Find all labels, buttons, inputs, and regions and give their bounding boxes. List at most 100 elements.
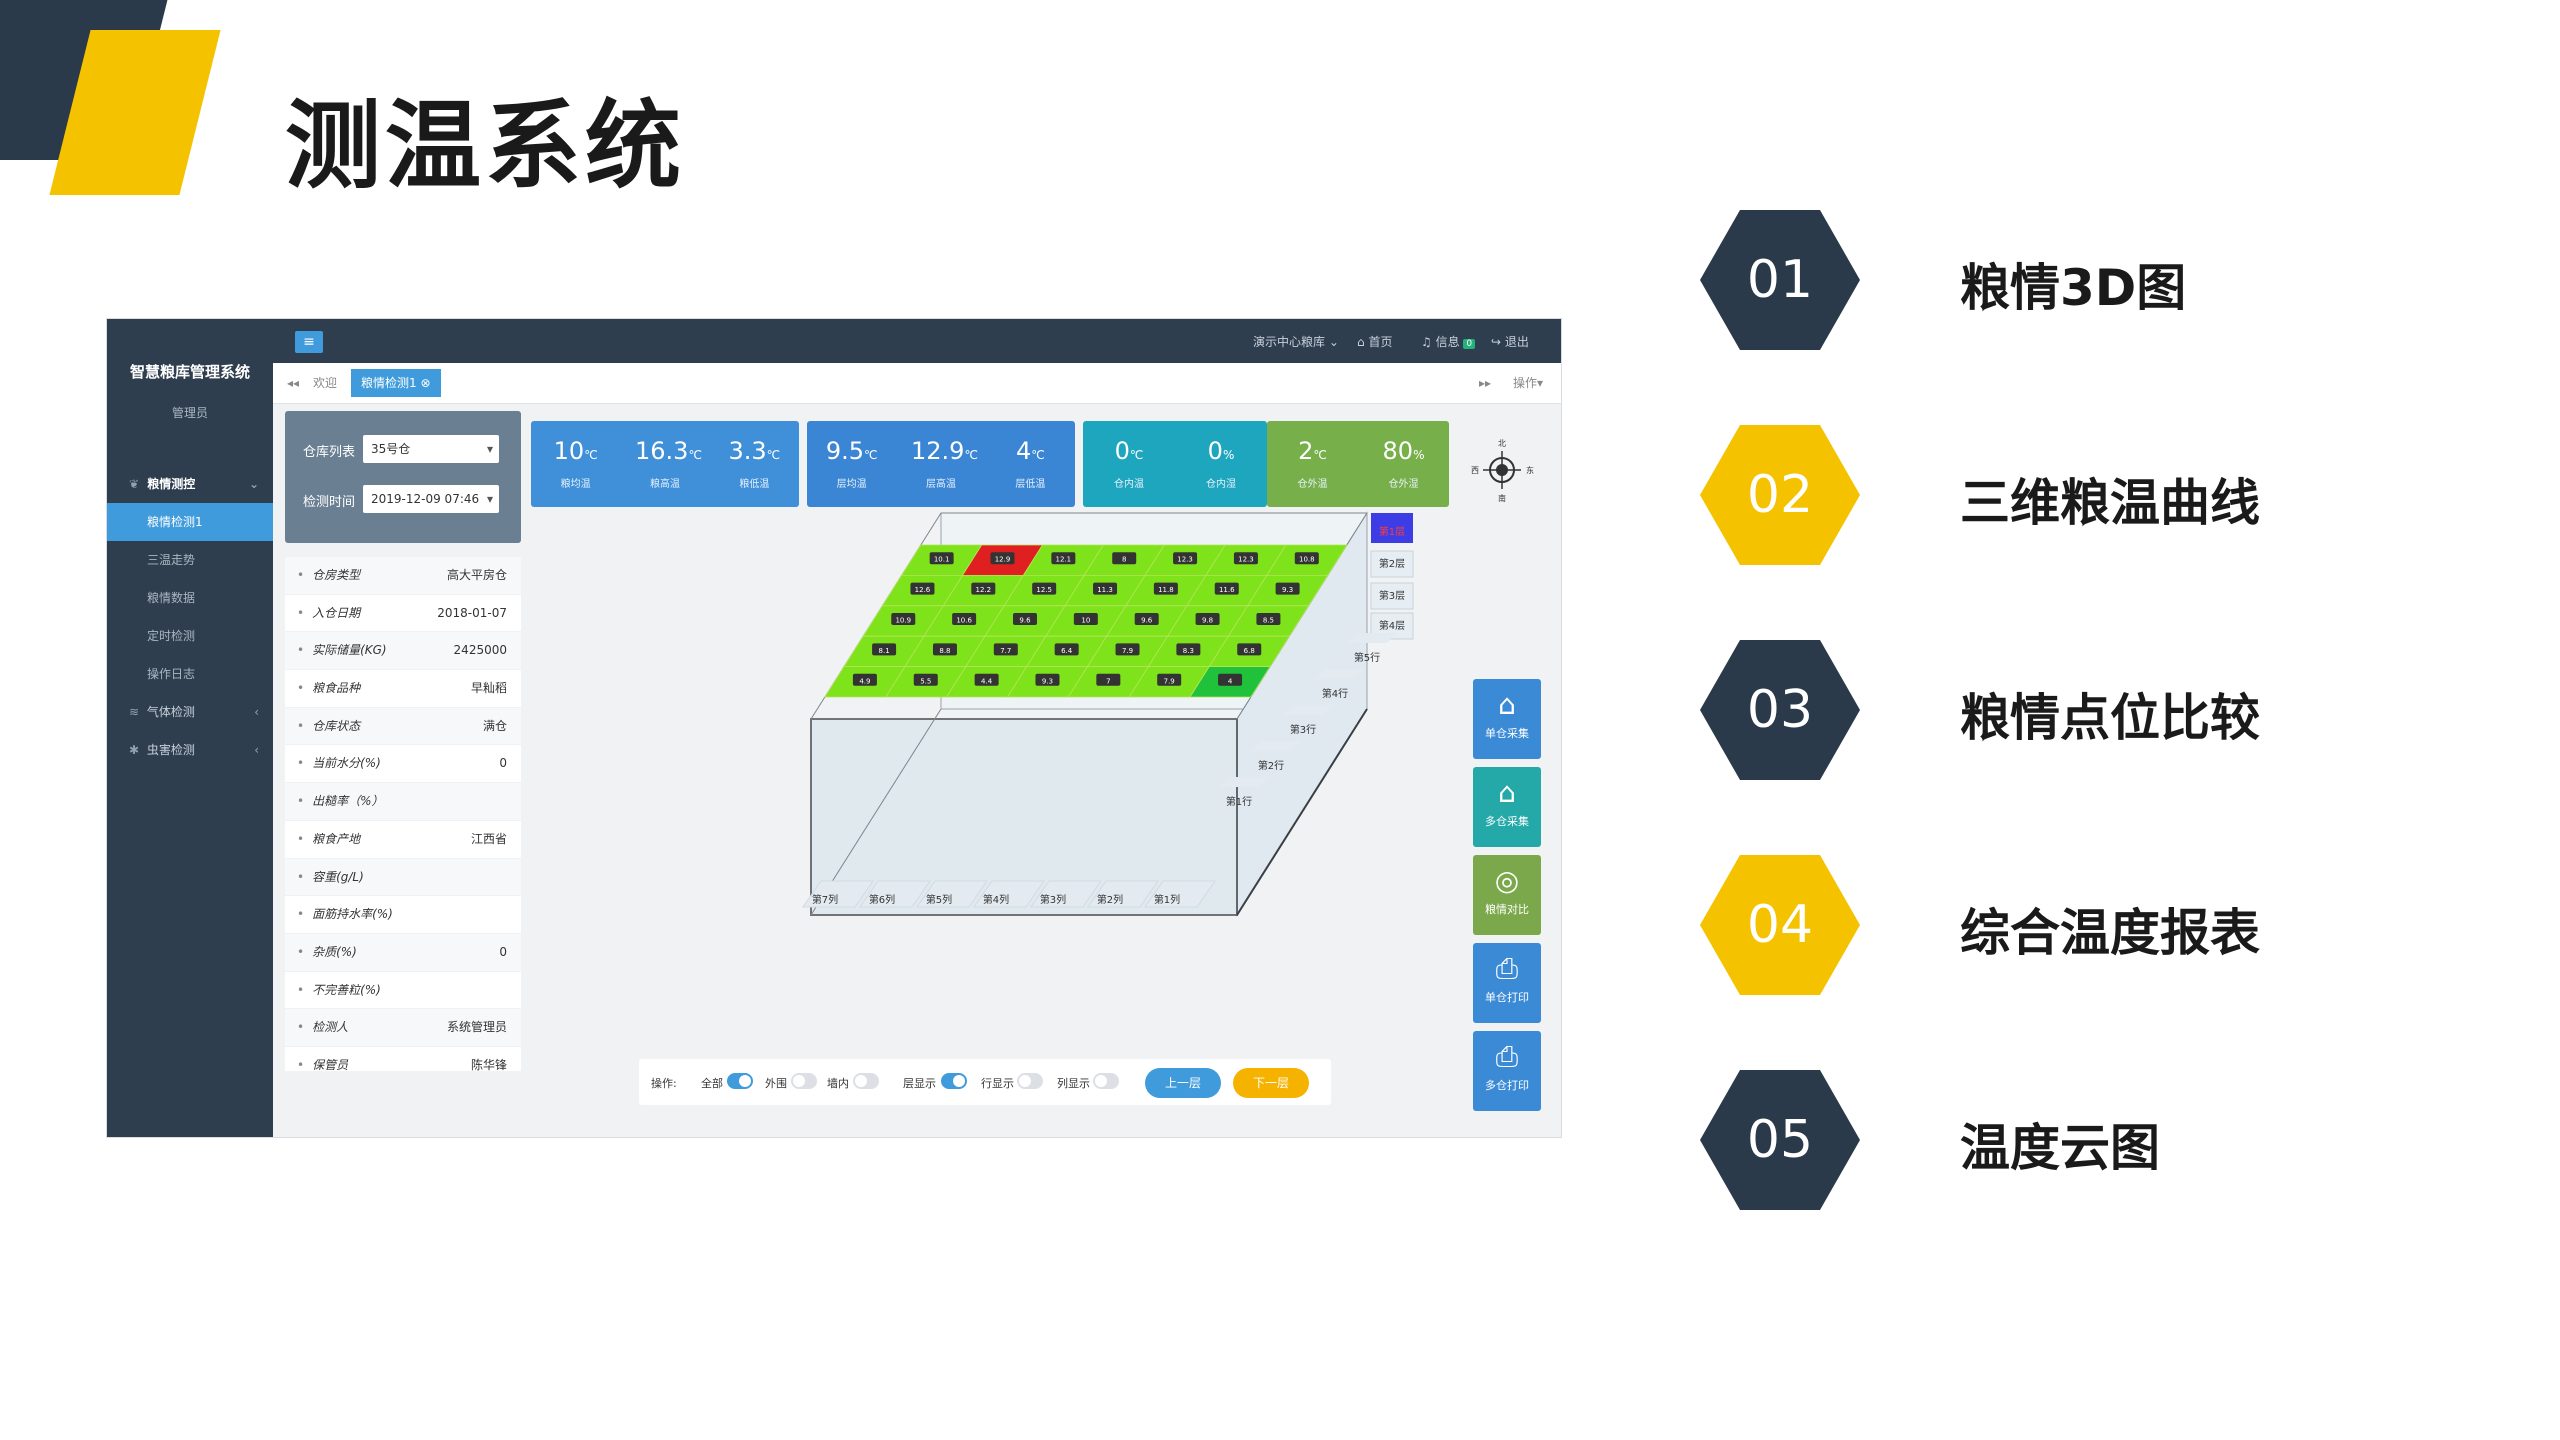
sidebar-group-label: 虫害检测	[146, 743, 195, 757]
depot-selector[interactable]: 演示中心粮库 ⌄	[1253, 333, 1339, 350]
warehouse-select[interactable]: 35号仓	[363, 435, 499, 463]
tab-operations[interactable]: 操作▾	[1503, 369, 1553, 397]
sensor-value: 12.3	[1177, 556, 1193, 564]
home-link[interactable]: ⌂ 首页	[1357, 333, 1392, 350]
close-icon[interactable]: ⊗	[420, 376, 431, 390]
sensor-tag	[1096, 673, 1121, 686]
app-brand: 智慧粮库管理系统	[129, 363, 250, 381]
sensor-tag	[1294, 552, 1319, 565]
time-select[interactable]: 2019-12-09 07:46	[363, 485, 499, 513]
sidebar-group-grain[interactable]: ❦ 粮情测控 ⌄	[107, 465, 273, 503]
sensor-value: 12.9	[995, 556, 1011, 564]
feature-number: 04	[1746, 895, 1814, 955]
messages-label: 信息	[1435, 335, 1460, 349]
sensor-tag	[1218, 673, 1243, 686]
sidebar-group-pest[interactable]: ✱ 虫害检测 ‹	[107, 731, 273, 769]
feature-label: 粮情3D图	[1960, 259, 2187, 317]
stat-label: 粮高温	[650, 479, 680, 490]
op-col-label: 列显示	[1057, 1077, 1090, 1090]
compass-east: 东	[1526, 465, 1534, 475]
info-row: 容重(g/L)	[285, 858, 521, 897]
layer-label: 第3层	[1379, 589, 1405, 602]
sensor-tag	[974, 673, 999, 686]
sidebar-item-grain-check[interactable]: 粮情检测1	[107, 503, 273, 541]
side-button[interactable]: ⎙多仓打印	[1473, 1031, 1541, 1111]
sidebar-group-gas[interactable]: ≋ 气体检测 ‹	[107, 693, 273, 731]
prev-layer-button[interactable]: 上一层	[1145, 1068, 1221, 1098]
toggle-col[interactable]	[1093, 1073, 1119, 1089]
stat-number: 10	[553, 437, 585, 465]
sensor-tag	[1153, 582, 1178, 595]
sensor-tag	[952, 613, 977, 625]
tab-welcome[interactable]: 欢迎	[313, 376, 338, 390]
sensor-value: 12.3	[1238, 556, 1254, 564]
side-button[interactable]: ⌂单仓采集	[1473, 679, 1541, 759]
toggle-outer[interactable]	[791, 1073, 817, 1089]
sensor-value: 9.6	[1141, 617, 1153, 625]
stat-number: 0	[1207, 437, 1223, 465]
sensor-value: 8.1	[879, 647, 890, 655]
toggle-all[interactable]	[727, 1073, 753, 1089]
tabs-back-button[interactable]: ◂◂	[287, 376, 300, 390]
sensor-tag	[929, 552, 954, 565]
sensor-tag	[1233, 552, 1258, 565]
slide-title: 测温系统	[285, 90, 685, 202]
sidebar-item-log[interactable]: 操作日志	[107, 655, 273, 693]
sidebar-menu: ❦ 粮情测控 ⌄ 粮情检测1 三温走势 粮情数据 定时检测 操作日志 ≋ 气体检…	[107, 465, 273, 769]
stat-number: 80	[1382, 437, 1414, 465]
sensor-tag	[1157, 673, 1182, 686]
chevron-down-icon: ⌄	[248, 477, 259, 491]
side-button-label: 粮情对比	[1485, 903, 1529, 916]
stat-label: 仓外湿	[1388, 479, 1419, 490]
toggle-wall[interactable]	[853, 1073, 879, 1089]
tab-grain-check[interactable]: 粮情检测1 ⊗	[351, 369, 441, 397]
row-tab	[1219, 777, 1269, 787]
side-button[interactable]: ⌂多仓采集	[1473, 767, 1541, 847]
sensor-tag	[1237, 643, 1262, 656]
sensor-value: 6.8	[1244, 647, 1255, 655]
feature-number: 01	[1746, 250, 1814, 310]
sidebar-item-data[interactable]: 粮情数据	[107, 579, 273, 617]
compass-icon: 北 南 西 东	[1471, 439, 1534, 503]
sensor-tag	[1176, 643, 1201, 656]
stat-value: 4℃	[1000, 437, 1060, 465]
side-button[interactable]: ⎙单仓打印	[1473, 943, 1541, 1023]
sidebar-item-schedule[interactable]: 定时检测	[107, 617, 273, 655]
sensor-tag	[913, 673, 938, 686]
sidebar-item-trend[interactable]: 三温走势	[107, 541, 273, 579]
col-label: 第1列	[1154, 893, 1180, 906]
sensor-tag	[872, 643, 897, 656]
toggle-row[interactable]	[1017, 1073, 1043, 1089]
row-label: 第1行	[1226, 795, 1252, 808]
sensor-value: 7.7	[1000, 647, 1011, 655]
row-tab	[1347, 633, 1397, 643]
bell-icon: ♫	[1421, 335, 1436, 349]
info-row: 杂质(%)0	[285, 933, 521, 972]
sidebar: 智慧粮库管理系统 管理员 ❦ 粮情测控 ⌄ 粮情检测1 三温走势 粮情数据 定时…	[107, 319, 273, 1137]
col-tab	[859, 880, 931, 908]
messages-link[interactable]: ♫ 信息 0	[1421, 333, 1476, 350]
toggle-layer[interactable]	[941, 1073, 967, 1089]
tabs-forward-button[interactable]: ▸▸	[1479, 376, 1492, 390]
feature-label: 三维粮温曲线	[1960, 474, 2260, 532]
chevron-left-icon: ‹	[254, 743, 259, 757]
layer-label: 第1层	[1379, 525, 1405, 538]
info-value: 高大平房仓	[446, 568, 507, 582]
col-tab	[973, 880, 1045, 908]
layer-label: 第2层	[1379, 557, 1405, 570]
col-label: 第4列	[983, 893, 1009, 906]
info-value: 0	[499, 944, 507, 959]
logout-link[interactable]: ↪ 退出	[1491, 333, 1529, 350]
sensor-value: 8.5	[1263, 617, 1274, 625]
info-value: 早籼稻	[470, 681, 507, 696]
col-tab	[916, 880, 988, 908]
side-button[interactable]: ◎粮情对比	[1473, 855, 1541, 935]
sensor-value: 9.8	[1202, 617, 1213, 625]
sensor-tag	[910, 582, 935, 595]
next-layer-button[interactable]: 下一层	[1233, 1068, 1309, 1098]
menu-toggle-button[interactable]: ≡	[295, 331, 323, 353]
stat-label: 层均温	[836, 479, 867, 490]
sensor-tag	[971, 582, 996, 595]
